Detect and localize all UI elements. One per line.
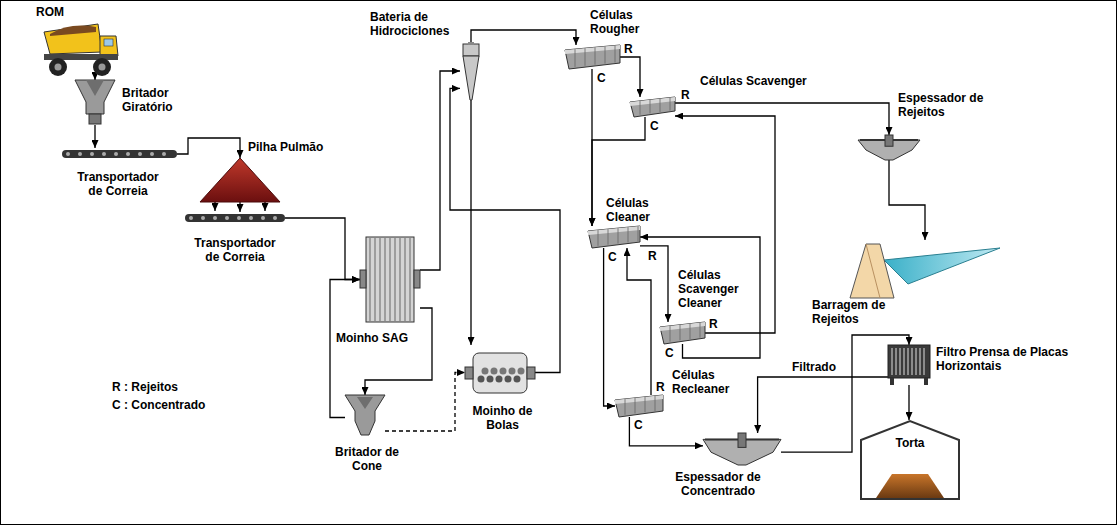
stream-letter: C [665, 346, 674, 360]
stream-letter: R [709, 317, 718, 331]
equipment-label: Moinho SAG [336, 331, 426, 345]
flotation-cell-icon [565, 45, 620, 69]
thickener-icon [858, 135, 920, 160]
stream-letter: R [681, 88, 690, 102]
equipment-label: Células Rougher [590, 8, 660, 36]
flow-line [604, 248, 615, 406]
sag-mill: Moinho SAG [360, 232, 420, 327]
equipment-label: Torta [880, 436, 940, 450]
equipment-label: Moinho de Bolas [460, 404, 545, 432]
cake-shed: Torta [860, 420, 960, 500]
flow-line [239, 202, 240, 212]
hydrocyclone: Bateria de Hidrociclones [460, 42, 482, 100]
tailings-dam: Barragem de Rejeitos [850, 240, 1000, 298]
haul-truck: ROM [40, 22, 120, 77]
flow-line [640, 246, 668, 322]
flow-line [908, 385, 909, 420]
equipment-label: Britador Giratório [122, 86, 202, 114]
equipment-label: Barragem de Rejeitos [812, 298, 902, 326]
hydrocyclone-icon [460, 42, 482, 100]
flow-line [420, 71, 460, 270]
flotation-cell: Células Cleaner [588, 226, 640, 248]
belt-conveyor-icon [62, 148, 177, 160]
flow-line [471, 30, 576, 45]
filter-press-icon [888, 345, 930, 385]
thickener: Espessador de Concentrado [703, 433, 781, 465]
flotation-cell: Células Scavenger [630, 97, 675, 117]
thickener: Espessador de Rejeitos [858, 135, 920, 160]
flotation-cell: Células Scavenger Cleaner [660, 322, 705, 344]
equipment-label: Britador de Cone [322, 445, 412, 473]
stream-letter: C [650, 119, 659, 133]
ball-mill-icon [465, 345, 535, 400]
equipment-label: Bateria de Hidrociclones [370, 10, 460, 38]
flow-line [620, 57, 640, 97]
flotation-cell-icon [660, 322, 705, 344]
flow-line [640, 237, 760, 358]
legend-note: C : Concentrado [112, 398, 205, 412]
equipment-label: Células Cleaner [606, 196, 666, 224]
stream-letter: R [648, 249, 657, 263]
flotation-cell-icon [615, 395, 663, 417]
flow-line [758, 377, 888, 433]
belt-conveyor: Transportador de Correia [185, 212, 285, 224]
equipment-label: Transportador de Correia [70, 170, 166, 198]
belt-conveyor-icon [185, 212, 285, 224]
flow-line [94, 125, 95, 148]
stream-letter: C [634, 418, 643, 432]
stockpile: Pilha Pulmão [200, 158, 280, 202]
flow-line [385, 373, 465, 432]
stream-letter: C [608, 250, 617, 264]
tailings-dam-icon [850, 240, 1000, 298]
gyratory-crusher: Britador Giratório [75, 80, 115, 125]
gyratory-crusher-icon [75, 80, 115, 125]
flotation-cell-icon [630, 97, 675, 117]
haul-truck-icon [40, 22, 120, 77]
equipment-label: Células Scavenger [700, 74, 830, 88]
flow-line [177, 138, 240, 158]
flow-line [629, 417, 703, 446]
stream-letter: R [624, 42, 633, 56]
flow-line [675, 103, 889, 135]
flow-line [627, 248, 651, 395]
equipment-label: Células Scavenger Cleaner [678, 268, 753, 310]
legend-note: R : Rejeitos [112, 380, 178, 394]
ball-mill: Moinho de Bolas [465, 345, 535, 400]
stockpile-icon [200, 158, 280, 202]
equipment-label: ROM [36, 5, 76, 19]
stream-label: Filtrado [790, 360, 838, 374]
equipment-label: Transportador de Correia [187, 236, 283, 264]
equipment-label: Pilha Pulmão [248, 140, 338, 154]
filter-press: Filtro Prensa de Placas Horizontais [888, 345, 930, 385]
flow-line [285, 218, 360, 280]
equipment-label: Filtro Prensa de Placas Horizontais [936, 345, 1071, 373]
equipment-label: Células Recleaner [672, 368, 752, 396]
flotation-cell: Células Recleaner [615, 395, 663, 417]
thickener-icon [703, 433, 781, 465]
sag-mill-icon [360, 232, 420, 327]
flotation-cell: Células Rougher [565, 45, 620, 69]
flow-line [450, 88, 560, 372]
equipment-label: Espessador de Rejeitos [898, 91, 998, 119]
equipment-label: Espessador de Concentrado [668, 470, 768, 498]
cake-shed-icon [860, 420, 960, 500]
flow-line [470, 100, 471, 345]
cone-crusher-icon [345, 395, 385, 440]
cone-crusher: Britador de Cone [345, 395, 385, 440]
flow-line [889, 160, 925, 240]
stream-letter: R [656, 380, 665, 394]
stream-letter: C [597, 71, 606, 85]
belt-conveyor: Transportador de Correia [62, 148, 177, 160]
flotation-cell-icon [588, 226, 640, 248]
